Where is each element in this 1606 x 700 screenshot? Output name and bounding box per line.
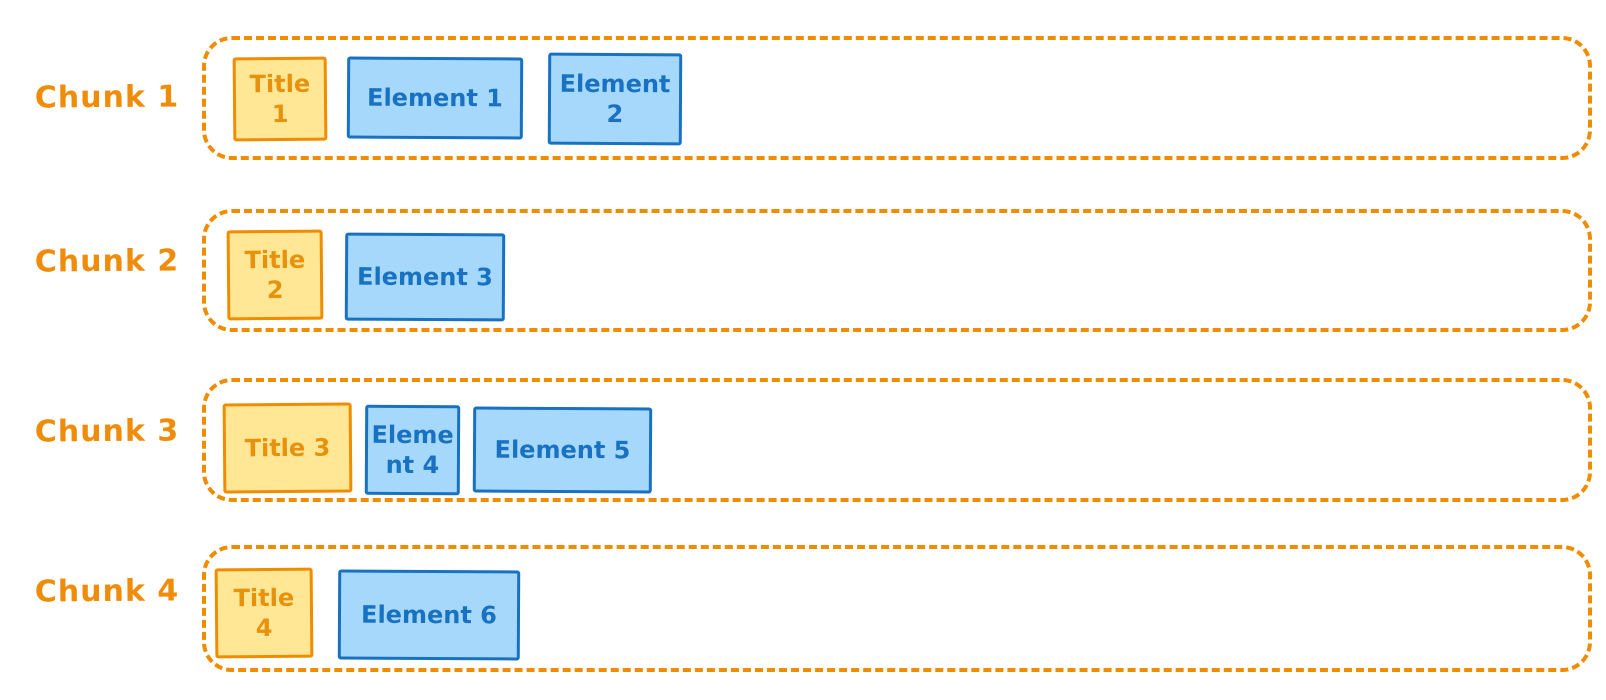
element-box-1: Element 1 [346, 56, 524, 140]
title-box-4: Title 4 [214, 567, 314, 659]
element-box-6: Element 6 [337, 569, 521, 661]
title-box-3: Title 3 [222, 402, 353, 494]
element-box-4: Eleme nt 4 [364, 404, 461, 496]
element-box-3: Element 3 [344, 232, 506, 322]
chunk-3-label: Chunk 3 [34, 413, 180, 450]
chunk-4-label: Chunk 4 [34, 573, 180, 610]
chunk-2-container [202, 209, 1592, 332]
chunk-4-container [202, 545, 1592, 672]
chunk-2-label: Chunk 2 [34, 243, 180, 280]
chunk-3-container [202, 378, 1592, 502]
element-box-2: Element 2 [547, 52, 683, 146]
chunk-1-label: Chunk 1 [34, 79, 180, 116]
title-box-1: Title 1 [232, 56, 328, 142]
title-box-2: Title 2 [226, 229, 324, 321]
element-box-5: Element 5 [472, 406, 653, 494]
chunk-1-container [202, 36, 1592, 160]
